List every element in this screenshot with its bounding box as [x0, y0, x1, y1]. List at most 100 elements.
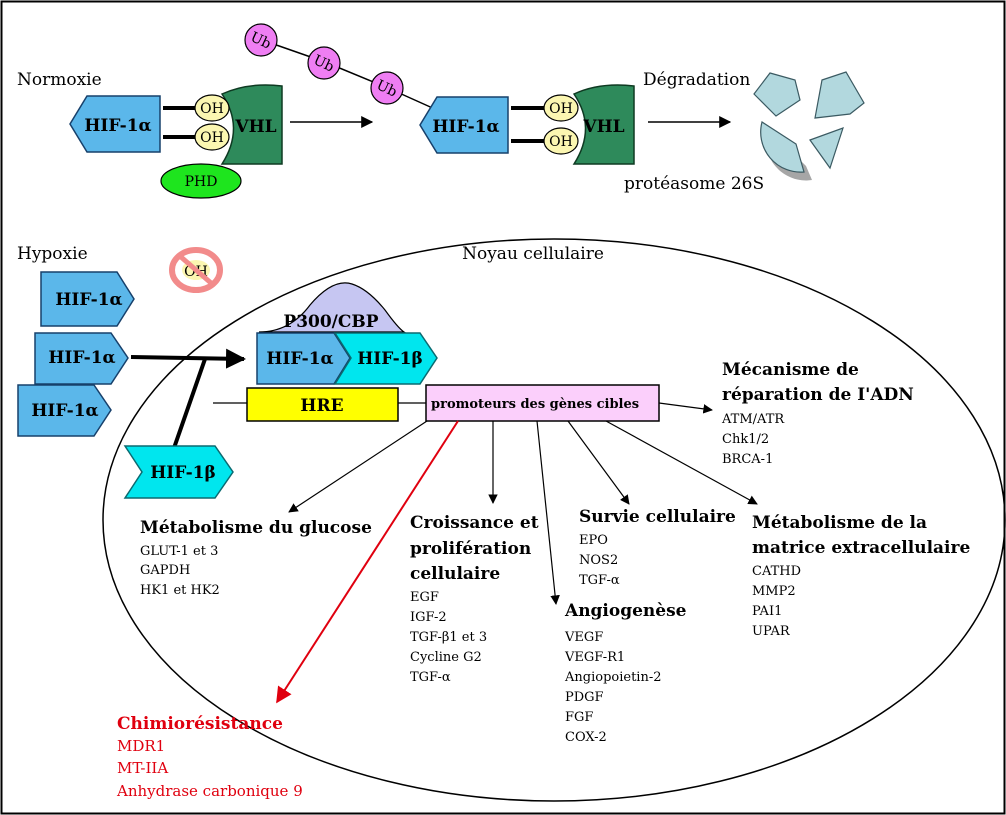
svg-text:FGF: FGF: [565, 710, 593, 725]
svg-text:P300/CBP: P300/CBP: [283, 312, 378, 332]
fragment-2: [814, 71, 865, 119]
svg-text:GAPDH: GAPDH: [140, 563, 190, 578]
svg-text:NOS2: NOS2: [579, 553, 618, 568]
degradation-hif1a-box: HIF-1α: [419, 96, 509, 154]
hypoxie-hif1b: HIF-1β: [123, 445, 234, 499]
normoxie-oh-bottom: OH: [194, 123, 230, 151]
svg-text:HIF-1α: HIF-1α: [55, 290, 122, 310]
normoxie-vhl: VHL: [220, 84, 283, 165]
svg-text:GLUT-1 et 3: GLUT-1 et 3: [140, 544, 218, 559]
svg-text:cellulaire: cellulaire: [410, 564, 500, 584]
svg-text:réparation de I'ADN: réparation de I'ADN: [722, 385, 914, 405]
svg-text:VEGF-R1: VEGF-R1: [564, 650, 625, 665]
arrow-to-chimio: [276, 420, 459, 704]
svg-text:Chimiorésistance: Chimiorésistance: [117, 714, 283, 734]
svg-text:PDGF: PDGF: [565, 690, 604, 705]
arrow-to-glucose: [288, 420, 428, 513]
svg-text:promoteurs des gènes cibles: promoteurs des gènes cibles: [431, 397, 639, 412]
hypoxie-label: Hypoxie: [17, 244, 88, 264]
svg-text:OH: OH: [200, 130, 224, 146]
hypoxie-hif1a-3: HIF-1α: [17, 384, 112, 437]
normoxie-hif1a-label: HIF-1α: [84, 116, 151, 136]
degradation-oh-top: OH: [543, 94, 579, 122]
svg-text:HK1 et HK2: HK1 et HK2: [140, 583, 220, 598]
hypoxie-hif1a-1: HIF-1α: [40, 271, 135, 327]
hif1b-join-line: [172, 358, 207, 449]
svg-text:MT-IIA: MT-IIA: [117, 759, 168, 777]
svg-text:Ub: Ub: [374, 77, 400, 100]
svg-text:matrice extracellulaire: matrice extracellulaire: [752, 538, 970, 558]
ubiquitin-1: Ub: [244, 23, 278, 57]
svg-text:CATHD: CATHD: [752, 564, 801, 579]
complex-hif1a: HIF-1α: [256, 332, 351, 385]
normoxie-hif1a-box: HIF-1α: [69, 95, 161, 153]
ubiquitin-2: Ub: [307, 46, 341, 80]
svg-text:Chk1/2: Chk1/2: [722, 432, 769, 447]
svg-text:MMP2: MMP2: [752, 584, 796, 599]
svg-text:Croissance et: Croissance et: [410, 513, 539, 533]
normoxie-vhl-label: VHL: [234, 117, 276, 137]
svg-text:Métabolisme du glucose: Métabolisme du glucose: [140, 518, 372, 538]
nuclear-import-arrow: [130, 348, 246, 369]
svg-text:Survie cellulaire: Survie cellulaire: [579, 507, 736, 527]
svg-text:HIF-1β: HIF-1β: [357, 349, 423, 369]
svg-text:HIF-1α: HIF-1α: [48, 348, 115, 368]
svg-text:TGF-β1 et 3: TGF-β1 et 3: [410, 630, 487, 645]
svg-text:HIF-1β: HIF-1β: [150, 463, 216, 483]
svg-text:HRE: HRE: [300, 396, 343, 416]
degradation-vhl: VHL: [572, 84, 635, 165]
svg-text:Angiopoietin-2: Angiopoietin-2: [564, 670, 661, 685]
svg-text:EGF: EGF: [410, 590, 439, 605]
svg-text:HIF-1α: HIF-1α: [266, 349, 333, 369]
svg-text:UPAR: UPAR: [752, 624, 791, 639]
svg-text:VHL: VHL: [582, 117, 624, 137]
svg-text:prolifération: prolifération: [410, 539, 531, 559]
svg-text:MDR1: MDR1: [117, 737, 165, 755]
complex-hif1b: HIF-1β: [333, 332, 438, 385]
svg-text:HIF-1α: HIF-1α: [31, 401, 98, 421]
nucleus-membrane: [102, 238, 1006, 802]
svg-text:VEGF: VEGF: [564, 630, 603, 645]
svg-text:Mécanisme de: Mécanisme de: [722, 360, 859, 380]
arrow-to-matrice: [605, 420, 758, 505]
fragment-1: [753, 72, 801, 117]
svg-text:PHD: PHD: [185, 174, 218, 190]
p300-cbp: P300/CBP: [258, 282, 406, 333]
svg-text:BRCA-1: BRCA-1: [722, 452, 773, 467]
svg-text:Angiogenèse: Angiogenèse: [564, 601, 687, 621]
svg-text:TGF-α: TGF-α: [410, 670, 451, 685]
svg-text:OH: OH: [200, 101, 224, 117]
target-adn: Mécanisme de réparation de I'ADN ATM/ATR…: [721, 360, 914, 467]
degradation-oh-bottom: OH: [543, 127, 579, 155]
nucleus-label: Noyau cellulaire: [462, 244, 604, 264]
hre-box: HRE: [246, 387, 399, 422]
target-croissance: Croissance et prolifération cellulaire E…: [410, 513, 539, 685]
target-glucose: Métabolisme du glucose GLUT-1 et 3 GAPDH…: [140, 518, 372, 598]
phd-enzyme: PHD: [160, 163, 242, 199]
svg-text:Anhydrase carbonique 9: Anhydrase carbonique 9: [116, 782, 303, 800]
blocked-oh-icon: OH: [169, 247, 223, 293]
arrow-to-angio: [536, 420, 560, 605]
degradation-label: Dégradation: [643, 70, 750, 90]
fragment-4: [809, 127, 844, 170]
target-matrice: Métabolisme de la matrice extracellulair…: [752, 513, 970, 639]
normoxie-oh-top: OH: [194, 94, 230, 122]
hypoxie-hif1a-2: HIF-1α: [34, 332, 129, 385]
svg-text:Ub: Ub: [248, 29, 274, 52]
arrow-to-survie: [567, 420, 630, 505]
promoteurs-box: promoteurs des gènes cibles: [425, 384, 660, 422]
svg-text:IGF-2: IGF-2: [410, 610, 447, 625]
fragment-3: [760, 121, 805, 173]
svg-text:EPO: EPO: [579, 533, 608, 548]
arrow-to-adn: [658, 402, 713, 414]
svg-text:OH: OH: [549, 134, 573, 150]
normoxie-label: Normoxie: [17, 70, 102, 90]
target-survie: Survie cellulaire EPO NOS2 TGF-α: [579, 507, 736, 588]
ubiquitin-3: Ub: [370, 71, 404, 105]
svg-text:COX-2: COX-2: [565, 730, 607, 745]
svg-text:Métabolisme de la: Métabolisme de la: [752, 513, 927, 533]
svg-text:PAI1: PAI1: [752, 604, 782, 619]
